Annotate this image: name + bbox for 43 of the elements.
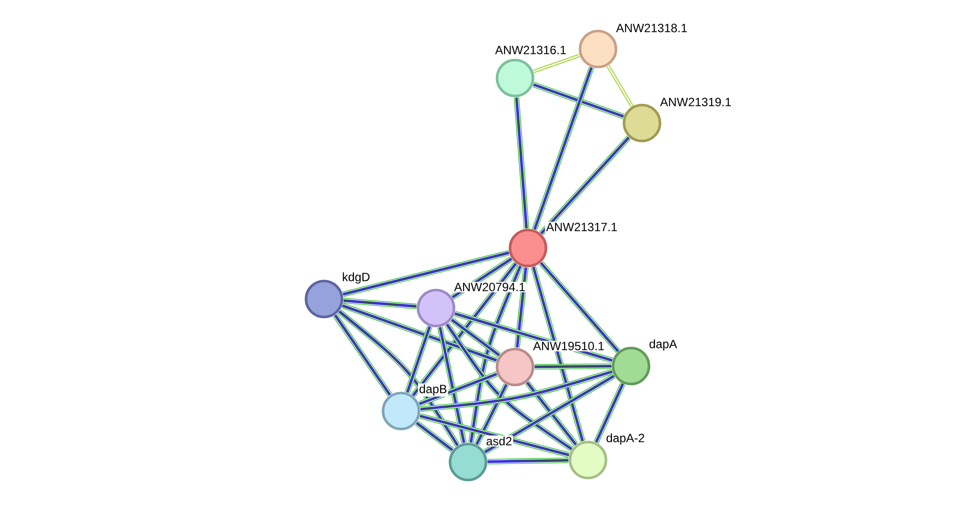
connector [418,371,498,407]
connector [332,313,392,397]
connector [539,135,631,236]
node-label: dapA-2 [606,433,644,445]
node-label: ANW21318.1 [616,24,687,32]
connector [404,325,432,394]
connector [538,260,620,354]
connector [450,256,514,300]
connector [454,310,614,364]
connector [514,266,529,348]
node-label: kdgD [342,272,370,284]
connector [341,302,498,364]
connector [606,64,634,108]
node-label: ANW21317.1 [546,222,617,232]
connector [532,66,594,231]
connector [514,96,530,230]
node-label: ANW21319.1 [660,98,731,106]
connector [414,420,454,452]
node-label: ANW19510.1 [533,342,604,350]
connector [594,382,626,444]
node-label: ANW21316.1 [495,46,566,54]
connector [474,383,509,446]
connector [532,54,580,74]
connector [410,262,518,398]
node-label: dapB [420,384,446,396]
connector [342,298,418,310]
connector [437,326,467,444]
connector [420,368,614,412]
connector [532,82,625,120]
node-label: dapA [650,339,678,351]
connector [524,380,578,446]
node-label: ANW20794.1 [454,282,525,292]
connector [483,373,616,455]
connector [468,264,524,444]
connector [486,458,570,464]
connector [450,317,502,358]
connector [530,266,586,442]
connector [444,322,574,452]
connector [534,363,612,370]
connector [418,413,570,458]
connector [337,309,460,448]
connector [342,250,510,297]
node-label: asd2 [486,436,512,446]
